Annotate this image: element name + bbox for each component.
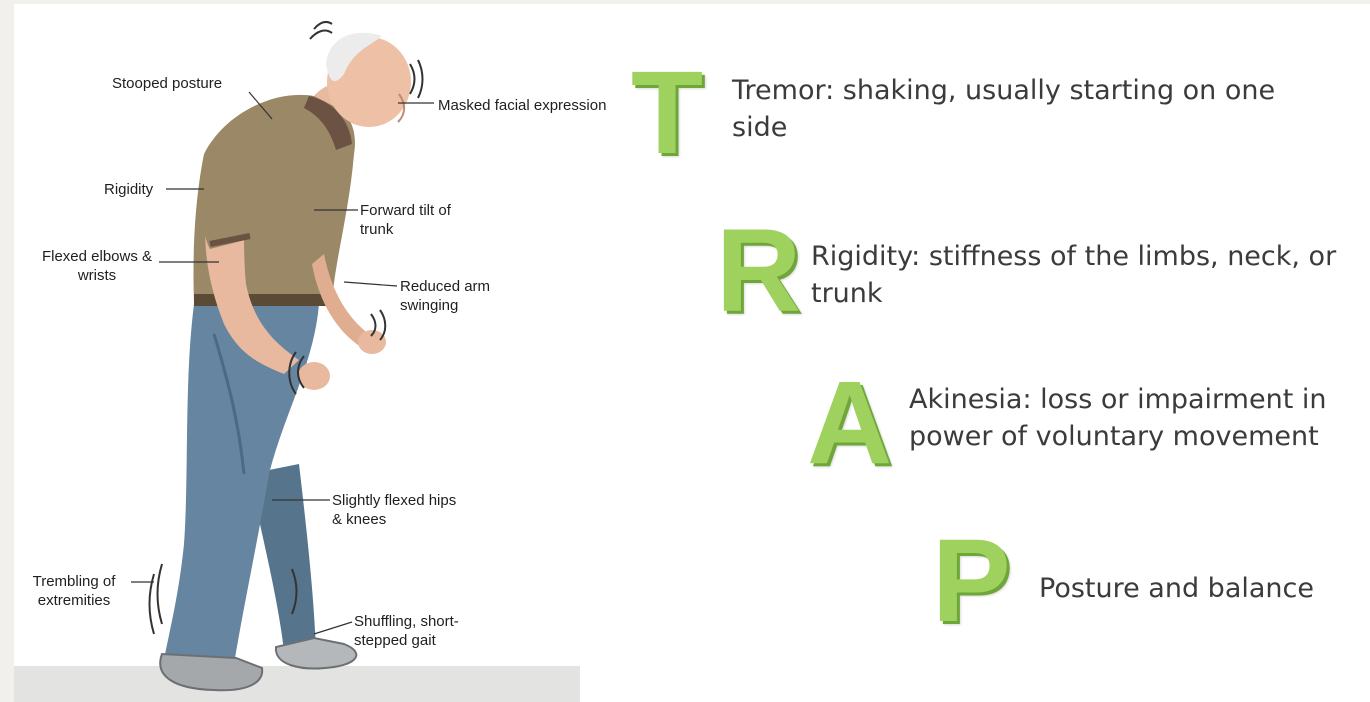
trap-letter-p: P: [932, 522, 1011, 640]
label-stooped-posture: Stooped posture: [112, 74, 222, 93]
label-reduced-arm-swinging: Reduced arm swinging: [400, 277, 520, 315]
label-shuffling-gait: Shuffling, short-stepped gait: [354, 612, 474, 650]
trap-text-posture: Posture and balance: [1039, 570, 1359, 607]
label-flexed-elbows: Flexed elbows & wrists: [32, 247, 162, 285]
trap-text-akinesia: Akinesia: loss or impairment in power of…: [909, 381, 1369, 455]
label-rigidity: Rigidity: [104, 180, 153, 199]
label-slightly-flexed: Slightly flexed hips & knees: [332, 491, 457, 529]
trap-text-tremor: Tremor: shaking, usually starting on one…: [732, 72, 1292, 146]
trap-letter-t: T: [631, 54, 703, 172]
parkinson-figure-illustration: Stooped posture Masked facial expression…: [14, 4, 580, 702]
trap-letter-a: A: [807, 364, 892, 482]
label-masked-facial-expression: Masked facial expression: [438, 96, 568, 115]
label-trembling: Trembling of extremities: [18, 572, 130, 610]
slide: Stooped posture Masked facial expression…: [14, 4, 1370, 702]
label-forward-tilt: Forward tilt of trunk: [360, 201, 460, 239]
trap-letter-r: R: [716, 212, 801, 330]
trap-text-rigidity: Rigidity: stiffness of the limbs, neck, …: [811, 238, 1351, 312]
